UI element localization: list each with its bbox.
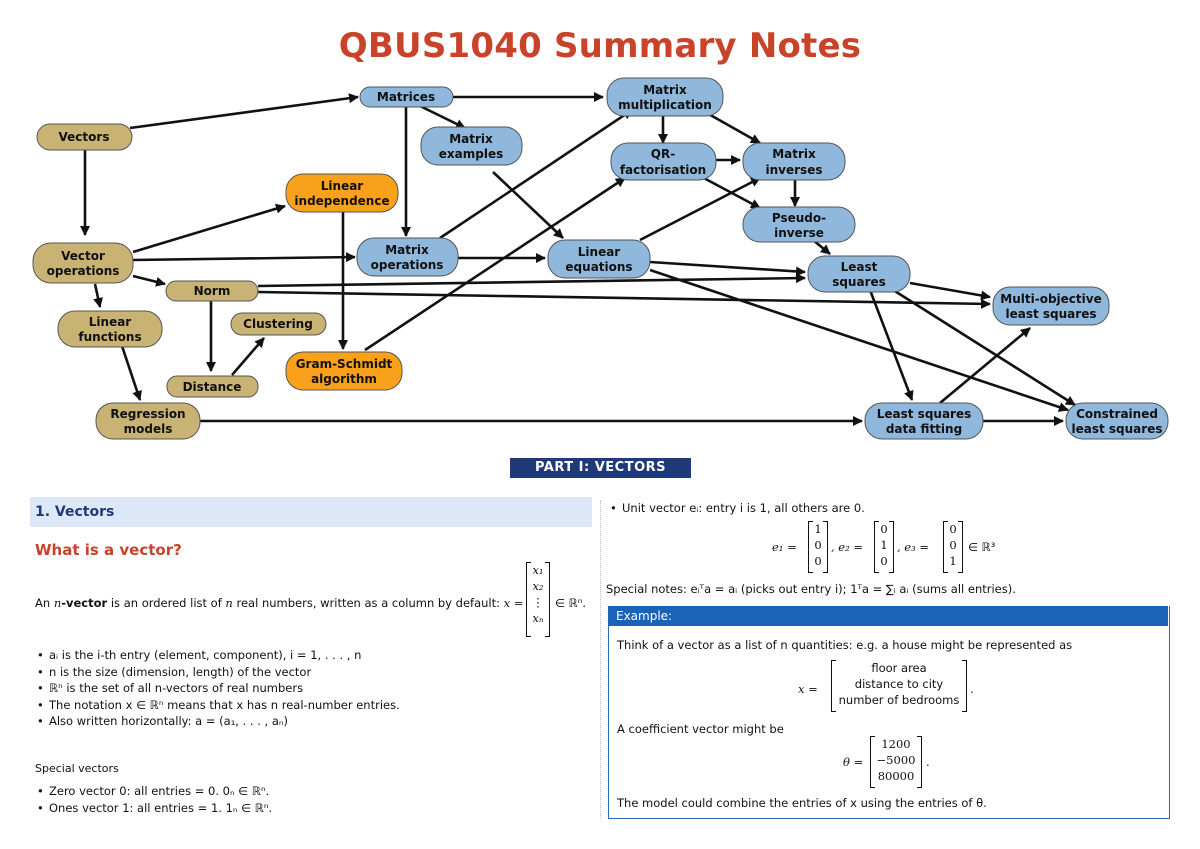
svg-text:inverses: inverses (766, 163, 823, 177)
section-heading: 1. Vectors (30, 497, 592, 527)
column-divider (600, 500, 601, 818)
svg-text:Pseudo-: Pseudo- (772, 211, 826, 225)
subheading: What is a vector? (35, 541, 182, 559)
node-vectors: Vectors (36, 123, 133, 151)
node-linear-independence: Linear independence (285, 173, 399, 213)
svg-text:Gram-Schmidt: Gram-Schmidt (296, 357, 393, 371)
node-matrices: Matrices (359, 86, 454, 108)
svg-text:Matrix: Matrix (385, 243, 429, 257)
unit-vector-list: Unit vector eᵢ: entry i is 1, all others… (608, 501, 865, 518)
list-item: ℝⁿ is the set of all n-vectors of real n… (35, 681, 400, 698)
concept-map: Vectors Matrices Matrix multiplication M… (32, 77, 1169, 440)
svg-text:squares: squares (832, 275, 886, 289)
svg-text:Norm: Norm (194, 284, 231, 298)
svg-text:equations: equations (565, 260, 632, 274)
intro-text: An n-vector is an ordered list of n real… (35, 596, 524, 610)
node-matrix-multiplication: Matrix multiplication (606, 77, 724, 117)
svg-text:Multi-objective: Multi-objective (1000, 292, 1101, 306)
svg-text:Clustering: Clustering (243, 317, 313, 331)
svg-text:Constrained: Constrained (1076, 407, 1158, 421)
svg-text:Linear: Linear (578, 245, 621, 259)
svg-text:Least: Least (841, 260, 878, 274)
special-vectors-heading: Special vectors (35, 762, 119, 775)
svg-text:operations: operations (371, 258, 444, 272)
example-header: Example: (608, 606, 1168, 626)
svg-text:models: models (124, 422, 173, 436)
page-title: QBUS1040 Summary Notes (338, 26, 862, 66)
node-vector-operations: Vector operations (32, 242, 134, 284)
list-item: aᵢ is the i-th entry (element, component… (35, 648, 400, 665)
coef-line: A coefficient vector might be (617, 722, 784, 736)
svg-text:Linear: Linear (89, 315, 132, 329)
svg-text:algorithm: algorithm (311, 372, 377, 386)
svg-text:Regression: Regression (110, 407, 185, 421)
definition-list: aᵢ is the i-th entry (element, component… (35, 648, 400, 731)
node-pseudo-inverse: Pseudo- inverse (742, 206, 856, 243)
special-notes: Special notes: eᵢᵀa = aᵢ (picks out entr… (606, 582, 1016, 596)
intro-in-rn: ∈ ℝⁿ. (555, 596, 587, 610)
house-vector: floor area distance to city number of be… (831, 660, 967, 712)
svg-text:inverse: inverse (774, 226, 824, 240)
node-least-squares: Least squares (807, 255, 911, 293)
part-banner: PART I: VECTORS (510, 458, 691, 478)
list-item: Zero vector 0: all entries = 0. 0ₙ ∈ ℝⁿ. (35, 784, 272, 801)
svg-text:functions: functions (78, 330, 141, 344)
svg-text:Vectors: Vectors (59, 130, 110, 144)
svg-text:Distance: Distance (183, 380, 242, 394)
node-distance: Distance (166, 375, 259, 398)
list-item: Also written horizontally: a = (a₁, . . … (35, 714, 400, 731)
concept-map-edges (80, 92, 1076, 426)
node-least-squares-data-fitting: Least squares data fitting (864, 402, 984, 440)
node-regression-models: Regression models (95, 402, 201, 440)
node-linear-functions: Linear functions (57, 310, 163, 348)
theta-period: . (926, 755, 930, 769)
svg-text:Linear: Linear (321, 179, 364, 193)
node-constrained-least-squares: Constrained least squares (1065, 402, 1169, 440)
example-box (608, 606, 1170, 819)
svg-text:Least squares: Least squares (877, 407, 972, 421)
e2-label: , e₂ = (831, 540, 864, 554)
svg-text:Matrices: Matrices (377, 90, 435, 104)
node-qr-factorisation: QR- factorisation (610, 142, 717, 181)
node-linear-equations: Linear equations (547, 239, 651, 279)
svg-text:factorisation: factorisation (620, 163, 706, 177)
column-vector-x: x₁ x₂ ⋮ xₙ (526, 562, 550, 637)
list-item: Unit vector eᵢ: entry i is 1, all others… (608, 501, 865, 518)
node-multi-objective-least-squares: Multi-objective least squares (992, 286, 1110, 326)
svg-text:QR-: QR- (651, 147, 675, 161)
node-gram-schmidt-algorithm: Gram-Schmidt algorithm (285, 351, 403, 391)
svg-text:Vector: Vector (61, 249, 105, 263)
svg-text:operations: operations (47, 264, 120, 278)
e1-label: e₁ = (772, 540, 797, 554)
list-item: The notation x ∈ ℝⁿ means that x has n r… (35, 698, 400, 715)
svg-text:Matrix: Matrix (772, 147, 816, 161)
example-line-1: Think of a vector as a list of n quantit… (617, 638, 1073, 652)
svg-text:data fitting: data fitting (886, 422, 962, 436)
svg-text:independence: independence (294, 194, 389, 208)
list-item: n is the size (dimension, length) of the… (35, 665, 400, 682)
house-x-label: x = (798, 682, 818, 696)
node-matrix-operations: Matrix operations (356, 237, 459, 277)
node-matrix-examples: Matrix examples (420, 126, 523, 166)
svg-text:least squares: least squares (1072, 422, 1163, 436)
svg-text:Matrix: Matrix (643, 83, 687, 97)
list-item: Ones vector 1: all entries = 1. 1ₙ ∈ ℝⁿ. (35, 801, 272, 818)
special-vectors-list: Zero vector 0: all entries = 0. 0ₙ ∈ ℝⁿ.… (35, 784, 272, 817)
svg-text:least squares: least squares (1006, 307, 1097, 321)
house-period: . (970, 682, 974, 696)
svg-text:multiplication: multiplication (618, 98, 712, 112)
node-clustering: Clustering (230, 312, 327, 336)
node-norm: Norm (165, 280, 259, 302)
e-in-r3: ∈ ℝ³ (968, 540, 996, 554)
svg-text:Matrix: Matrix (449, 132, 493, 146)
model-line: The model could combine the entries of x… (617, 796, 987, 810)
e3-label: , e₃ = (897, 540, 930, 554)
svg-text:examples: examples (439, 147, 503, 161)
node-matrix-inverses: Matrix inverses (742, 142, 846, 181)
theta-label: θ = (843, 755, 864, 769)
